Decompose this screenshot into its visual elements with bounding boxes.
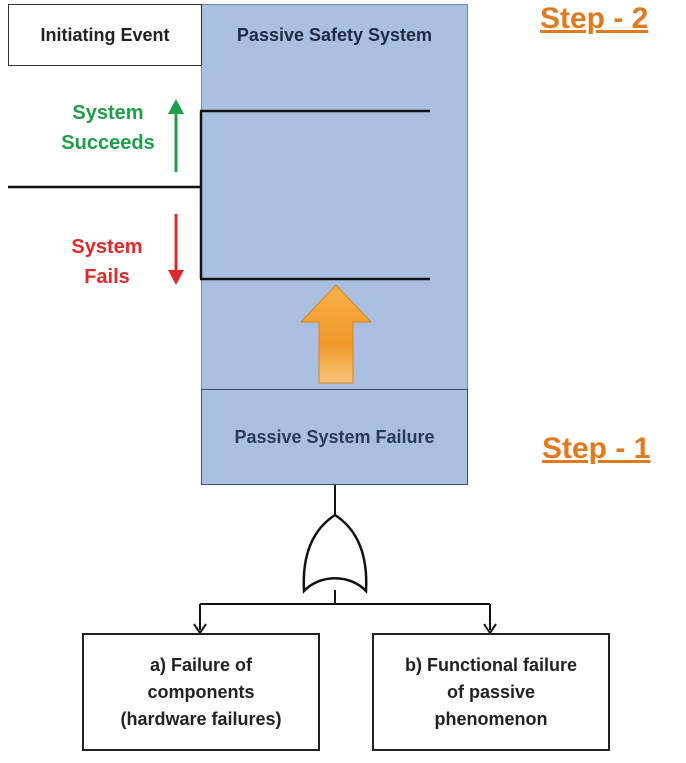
orange-up-block-arrow-icon (299, 284, 373, 384)
passive-system-failure-box: Passive System Failure (201, 389, 468, 485)
functional-failure-label: b) Functional failure of passive phenome… (404, 654, 577, 729)
system-succeeds-label: System Succeeds (61, 102, 155, 154)
passive-system-failure-label: Passive System Failure (234, 426, 435, 447)
green-up-arrow-icon (168, 99, 184, 172)
or-gate-icon (302, 513, 368, 594)
component-failure-label: a) Failure of components (hardware failu… (120, 654, 282, 729)
component-failure-box: a) Failure of components (hardware failu… (82, 633, 320, 751)
initiating-event-header: Initiating Event (8, 4, 202, 66)
step-2-label: Step - 2 (540, 2, 649, 35)
functional-failure-box: b) Functional failure of passive phenome… (372, 633, 610, 751)
passive-safety-system-header: Passive Safety System (201, 4, 468, 66)
red-down-arrow-icon (168, 214, 184, 285)
system-fails-label: System Fails (71, 236, 143, 288)
step-1-label: Step - 1 (542, 432, 651, 465)
passive-safety-system-label: Passive Safety System (236, 24, 433, 45)
initiating-event-label: Initiating Event (40, 24, 170, 45)
